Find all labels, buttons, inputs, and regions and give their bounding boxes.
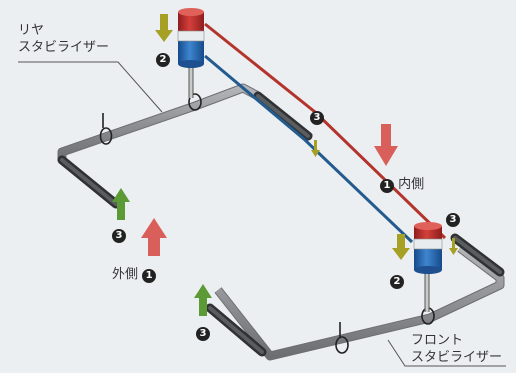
front-stabilizer-leader [387, 339, 506, 367]
front-stabilizer-label: フロント スタビライザー [411, 332, 502, 366]
blue-hydraulic-line [204, 54, 414, 244]
marker-3-front-right: 3 [446, 210, 460, 227]
marker-1-outer: 1 [142, 269, 157, 283]
rear-stabilizer-leader [18, 61, 163, 113]
inner-side-text: 内側 [398, 177, 425, 192]
rear-bushing-left [99, 113, 113, 145]
red-arrow-down-inner [374, 124, 398, 166]
marker-1-inner: 1 [380, 179, 394, 193]
rear-stabilizer-label-line1: リヤ [18, 23, 45, 38]
marker-3-front-left: 3 [196, 324, 210, 341]
rear-actuator [177, 8, 205, 98]
green-arrow-up-rear [112, 188, 130, 220]
rear-bushing-right [188, 93, 202, 111]
front-stabilizer-label-line1: フロント [411, 333, 464, 348]
olive-arrow-down-rear [155, 14, 173, 42]
red-hydraulic-line [204, 22, 447, 240]
outer-side-label: 外側 1 [112, 266, 157, 283]
olive-arrow-small-front [449, 238, 458, 255]
rear-stabilizer-bar [57, 83, 313, 209]
front-stabilizer-label-line2: スタビライザー [411, 350, 503, 365]
rear-stabilizer-label-line2: スタビライザー [18, 40, 110, 55]
marker-3-mid: 3 [310, 108, 324, 125]
front-stabilizer-bar [205, 233, 505, 361]
rear-stabilizer-label: リヤ スタビライザー [18, 22, 109, 56]
front-bushing-left [335, 322, 349, 354]
marker-3-rear-left: 3 [112, 226, 126, 243]
outer-side-text: 外側 [112, 267, 139, 282]
marker-2-rear: 2 [156, 50, 170, 67]
front-actuator [413, 222, 443, 312]
red-arrow-up-outer [141, 218, 167, 256]
inner-side-label: 1 内側 [380, 176, 424, 193]
olive-arrow-small-mid [311, 140, 320, 157]
green-arrow-up-front [194, 284, 212, 316]
olive-arrow-down-front [392, 234, 410, 260]
marker-2-front: 2 [390, 272, 404, 289]
